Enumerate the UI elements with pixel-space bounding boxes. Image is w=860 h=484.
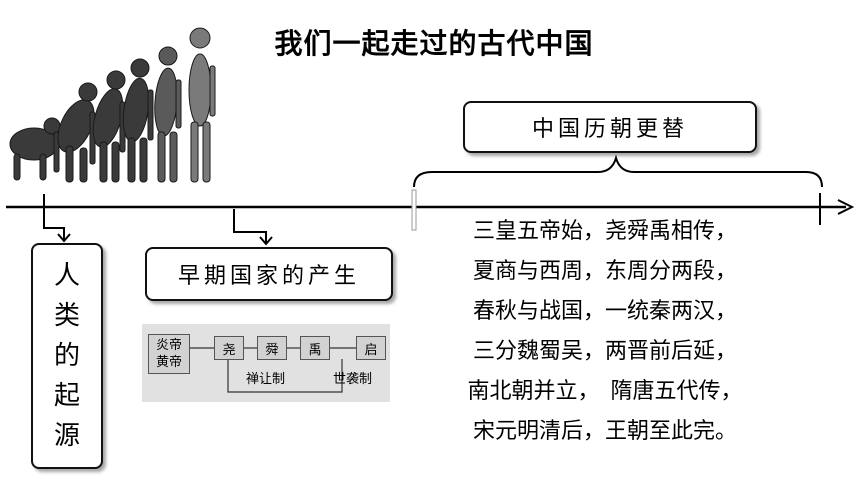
human-evolution-illustration <box>9 27 216 183</box>
human-origin-char: 类 <box>53 301 80 331</box>
poem-line: 夏商与西周，东周分两段， <box>472 259 737 284</box>
human-origin-char: 起 <box>53 381 80 411</box>
evolution-figure-1 <box>9 117 61 181</box>
poem-line: 宋元明清后，王朝至此完。 <box>472 419 737 444</box>
timeline-start-tick <box>411 189 417 231</box>
human-origin-char: 源 <box>53 421 80 451</box>
lineage-emperor-huang: 黄帝 <box>155 355 182 370</box>
connector-early-states <box>233 209 267 243</box>
dynasty-poem: 三皇五帝始，尧舜禹相传， 夏商与西周，东周分两段， 春秋与战国，一统秦两汉， 三… <box>440 212 770 452</box>
lineage-node-qi: 启 <box>356 336 386 360</box>
evolution-figure-3 <box>92 70 126 183</box>
poem-line: 南北朝并立， 隋唐五代传， <box>467 379 743 404</box>
evolution-figure-2 <box>57 82 98 183</box>
lineage-node-yan-huang: 炎帝 黄帝 <box>148 334 190 374</box>
lineage-node-yao: 尧 <box>214 336 244 360</box>
timeline-arrowhead <box>837 199 855 215</box>
early-states-label: 早期国家的产生 <box>177 264 360 289</box>
human-origin-char: 的 <box>53 341 80 371</box>
evolution-figure-4 <box>122 58 154 183</box>
hereditary-system-label: 世袭制 <box>333 372 373 387</box>
lineage-node-yu: 禹 <box>300 336 330 360</box>
poem-line: 三分魏蜀吴，两晋前后延， <box>472 339 737 364</box>
connector-human-origin <box>43 194 65 240</box>
succession-diagram: 炎帝 黄帝 尧 舜 禹 启 禅让制 世袭制 <box>142 324 390 402</box>
poem-line: 三皇五帝始，尧舜禹相传， <box>472 219 737 244</box>
early-states-box: 早期国家的产生 <box>145 247 393 301</box>
lineage-node-shun: 舜 <box>257 336 287 360</box>
dynasty-succession-label: 中国历朝更替 <box>531 117 688 142</box>
evolution-figure-5 <box>154 46 182 183</box>
poem-line: 春秋与战国，一统秦两汉， <box>472 299 737 324</box>
human-origin-char: 人 <box>53 261 80 291</box>
page-title: 我们一起走过的古代中国 <box>274 27 594 60</box>
succession-connectors <box>189 347 356 393</box>
dynasty-brace <box>413 154 823 188</box>
dynasty-succession-box: 中国历朝更替 <box>463 101 757 153</box>
abdication-system-label: 禅让制 <box>246 372 286 387</box>
lineage-emperor-yan: 炎帝 <box>155 338 182 353</box>
human-origin-box: 人 类 的 起 源 <box>31 243 103 469</box>
evolution-figure-6 <box>188 27 216 183</box>
